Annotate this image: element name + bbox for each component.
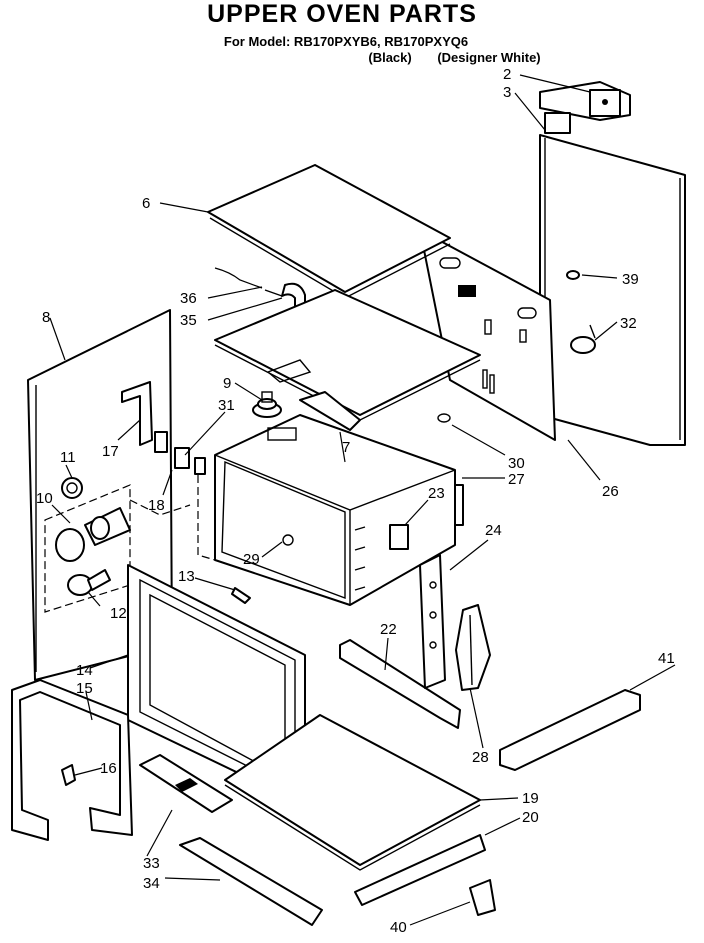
part-2-bracket (539, 81, 631, 121)
part-18-31-switches (154, 431, 206, 475)
callout-11: 11 (60, 449, 76, 466)
callout-35: 35 (180, 312, 197, 329)
wire-path (197, 475, 216, 561)
part-17-bracket (121, 381, 153, 446)
part-30-grommet (437, 413, 451, 423)
part-3-back-panel (539, 112, 686, 446)
part-15-gasket (11, 679, 133, 841)
part-32-thermostat (570, 324, 596, 354)
leader-lines (49, 74, 676, 926)
part-7-strip (299, 391, 361, 431)
callout-22: 22 (380, 621, 397, 638)
callout-labels: 2 3 6 39 36 35 32 8 9 31 17 11 30 27 26 … (36, 66, 675, 936)
callout-34: 34 (143, 875, 160, 892)
part-11-ring (61, 477, 83, 499)
callout-13: 13 (178, 568, 195, 585)
callout-31: 31 (218, 397, 235, 414)
callout-27: 27 (508, 471, 525, 488)
callout-20: 20 (522, 809, 539, 826)
part-12-lamp (67, 569, 111, 596)
callout-41: 41 (658, 650, 675, 667)
callout-6: 6 (142, 195, 150, 212)
part-39-clip (566, 270, 580, 280)
callout-26: 26 (602, 483, 619, 500)
callout-19: 19 (522, 790, 539, 807)
part-16-clip (61, 764, 76, 786)
callout-23: 23 (428, 485, 445, 502)
part-24-bracket (419, 554, 446, 689)
part-40-clip (469, 879, 496, 916)
callout-12: 12 (110, 605, 127, 622)
callout-36: 36 (180, 290, 197, 307)
part-10-lamp-socket (55, 507, 131, 562)
callout-40: 40 (390, 919, 407, 936)
callout-14: 14 (76, 662, 93, 679)
part-41-rail (499, 689, 641, 771)
callout-7: 7 (342, 439, 350, 456)
callout-9: 9 (223, 375, 231, 392)
part-26-rear-panel (419, 229, 556, 441)
part-22-bracket (339, 639, 461, 729)
part-9-element (252, 391, 282, 418)
part-33-vent (139, 754, 233, 813)
callout-18: 18 (148, 497, 165, 514)
callout-28: 28 (472, 749, 489, 766)
callout-39: 39 (622, 271, 639, 288)
model-line: For Model: RB170PXYB6, RB170PXYQ6 (223, 34, 469, 49)
callout-8: 8 (42, 309, 50, 326)
variant-line: (Black) (Designer White) (0, 50, 704, 65)
part-34-trim (179, 837, 323, 926)
callout-10: 10 (36, 490, 53, 507)
callout-15: 15 (76, 680, 93, 697)
callout-30: 30 (508, 455, 525, 472)
page-title: UPPER OVEN PARTS (207, 0, 477, 28)
callout-16: 16 (100, 760, 117, 777)
part-20-rail (354, 834, 486, 906)
callout-24: 24 (485, 522, 502, 539)
part-13-screw (231, 587, 251, 604)
callout-2: 2 (503, 66, 511, 83)
callout-17: 17 (102, 443, 119, 460)
wire-path-2 (129, 499, 191, 516)
callout-3: 3 (503, 84, 511, 101)
part-6-top-cover (207, 164, 451, 299)
part-28-hinge (455, 604, 491, 691)
callout-29: 29 (243, 551, 260, 568)
callout-33: 33 (143, 855, 160, 872)
variant-white: (Designer White) (437, 50, 541, 65)
variant-black: (Black) (368, 50, 412, 65)
part-27-oven-cavity (214, 414, 464, 606)
callout-32: 32 (620, 315, 637, 332)
